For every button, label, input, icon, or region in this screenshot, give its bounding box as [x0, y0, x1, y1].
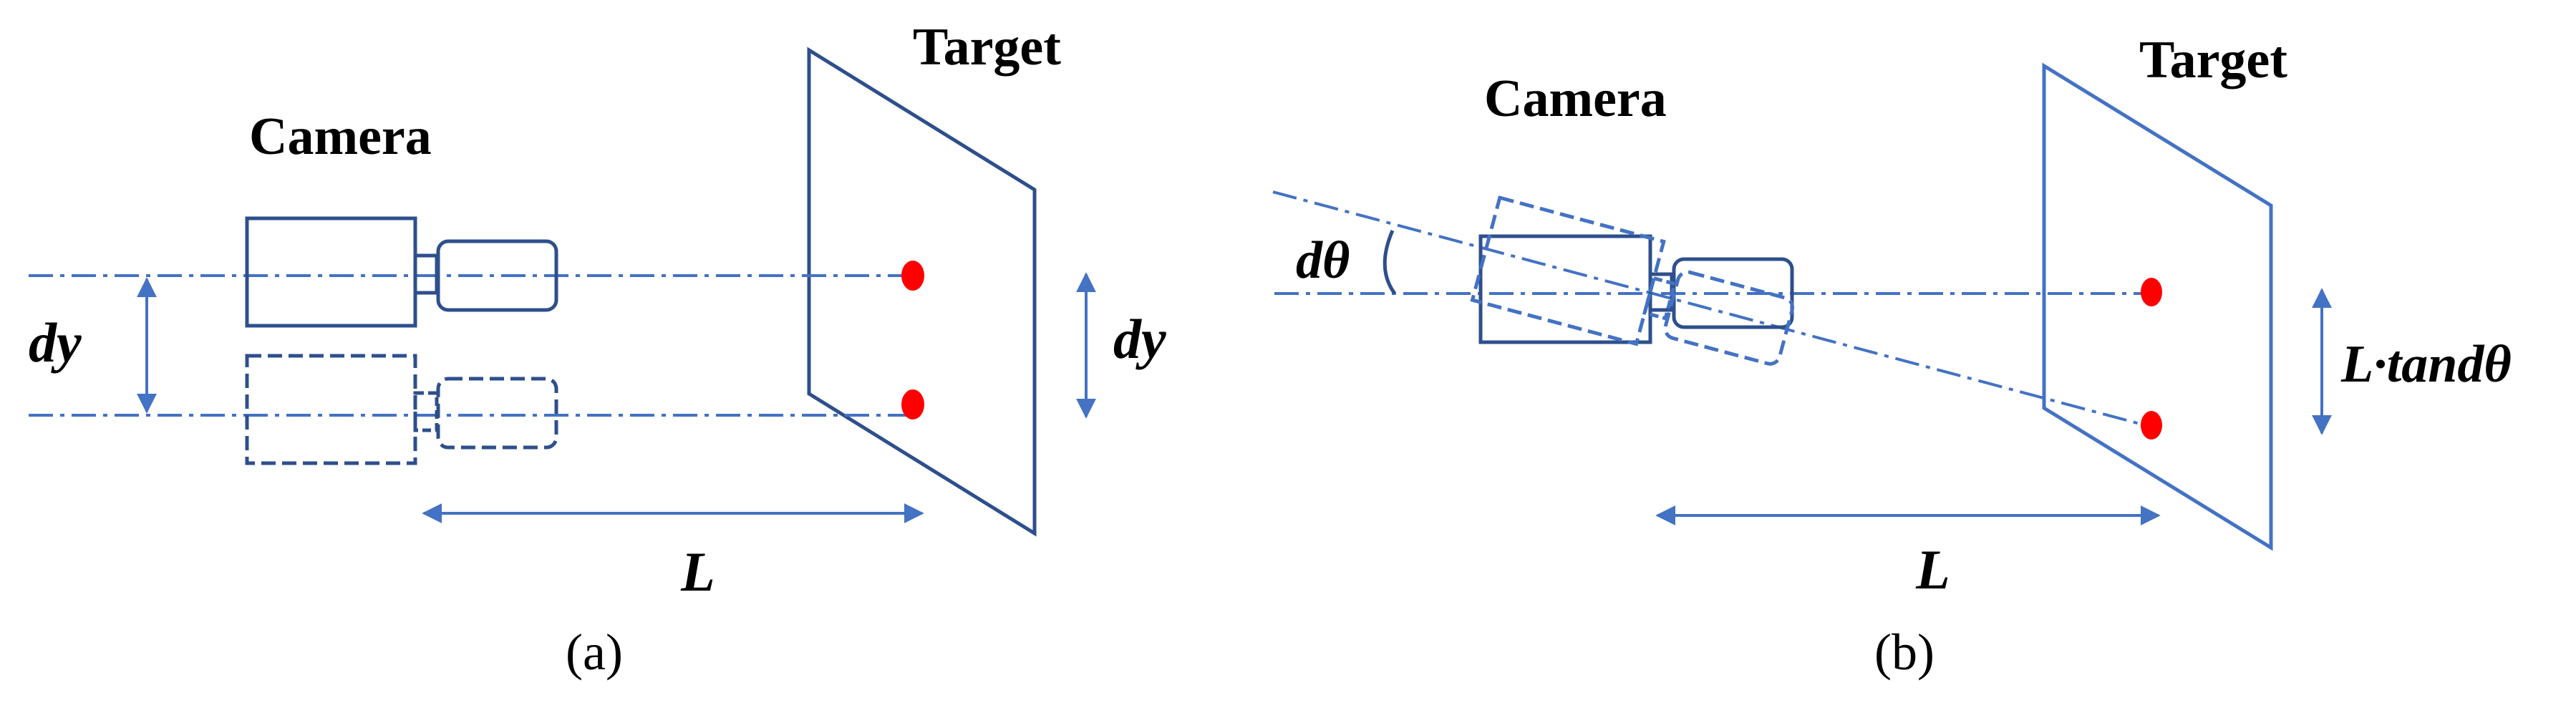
camera-connector-shifted [413, 391, 439, 432]
camera-lens-rotated [1663, 270, 1795, 366]
optical-axis-tilted [1272, 190, 2149, 427]
camera-label: Camera [1484, 69, 1667, 128]
camera-connector-rotated [1642, 276, 1677, 321]
angle-arc [1383, 230, 1397, 295]
target-spot-lower [2141, 411, 2162, 440]
panel-caption: (a) [566, 624, 623, 681]
distance-label: L [1915, 538, 1950, 601]
angle-label: dθ [1296, 231, 1350, 290]
target-spot-upper [901, 261, 924, 291]
camera-body [245, 216, 417, 328]
target-spot-lower [901, 389, 924, 420]
camera-lens [436, 239, 558, 312]
camera-lens-shifted [436, 377, 558, 450]
camera-body-shifted [245, 354, 417, 465]
dy-label-left: dy [29, 311, 82, 374]
camera-label: Camera [249, 107, 432, 166]
panel-a: Camera Target dy dy L (a) [29, 18, 1166, 681]
camera-rotated [1470, 195, 1795, 366]
target-label: Target [2139, 31, 2287, 89]
target-plane [807, 47, 1037, 537]
target-plane [2042, 62, 2273, 551]
camera-solid [245, 216, 558, 328]
panel-caption: (b) [1874, 624, 1935, 681]
camera-body [1478, 234, 1652, 344]
panel-b: Camera Target dθ L·tandθ L (b) [1272, 31, 2512, 681]
camera-body-rotated [1470, 195, 1666, 346]
target-label: Target [913, 18, 1061, 77]
offset-label: L·tandθ [2340, 335, 2512, 394]
target-spot-upper [2141, 278, 2162, 306]
distance-label: L [680, 540, 715, 603]
dy-label-right: dy [1113, 308, 1166, 370]
camera-shifted [245, 354, 558, 465]
